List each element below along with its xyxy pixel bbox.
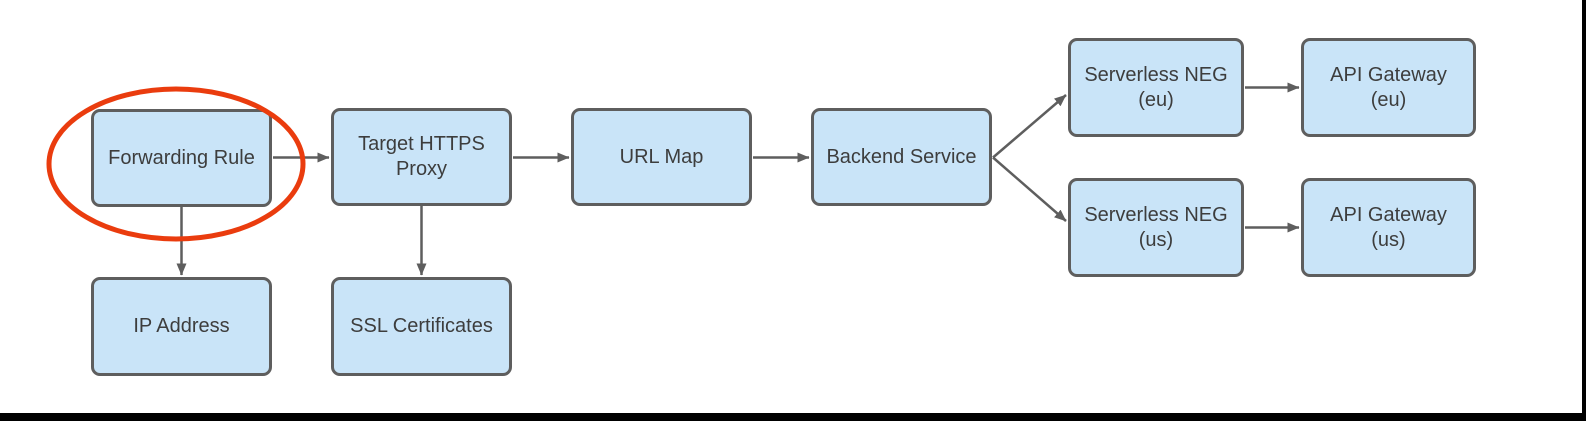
node-label: Backend Service [826,145,977,168]
node-url-map: URL Map [571,108,752,206]
node-label: (eu) [1138,88,1174,111]
node-serverless-neg-us: Serverless NEG (us) [1068,178,1244,277]
node-serverless-neg-eu: Serverless NEG (eu) [1068,38,1244,137]
node-backend-service: Backend Service [811,108,992,206]
node-ip-address: IP Address [91,277,272,376]
node-label: API Gateway [1330,203,1447,226]
window-border-bottom [0,413,1586,421]
node-label: (us) [1138,228,1174,251]
edge-backend-service-to-serverless-neg-eu [992,94,1067,159]
node-label: URL Map [619,145,704,168]
node-label: Serverless NEG [1084,63,1228,86]
node-api-gateway-eu: API Gateway (eu) [1301,38,1476,137]
node-label: IP Address [133,315,230,337]
node-label: Serverless NEG [1084,203,1228,226]
node-api-gateway-us: API Gateway (us) [1301,178,1476,277]
node-label: SSL Certificates [350,315,493,337]
node-label: Proxy [395,158,448,180]
node-label: Forwarding Rule [108,146,255,169]
node-label: (eu) [1370,88,1407,111]
edge-backend-service-to-serverless-neg-us [992,156,1067,222]
node-label: API Gateway [1330,63,1447,86]
node-label: (us) [1371,228,1406,251]
window-border-right [1582,0,1586,421]
node-forwarding-rule: Forwarding Rule [91,109,272,207]
node-ssl-certificates: SSL Certificates [331,277,512,376]
node-label: Target HTTPS [358,133,485,155]
node-target-https-proxy: Target HTTPS Proxy [331,108,512,206]
